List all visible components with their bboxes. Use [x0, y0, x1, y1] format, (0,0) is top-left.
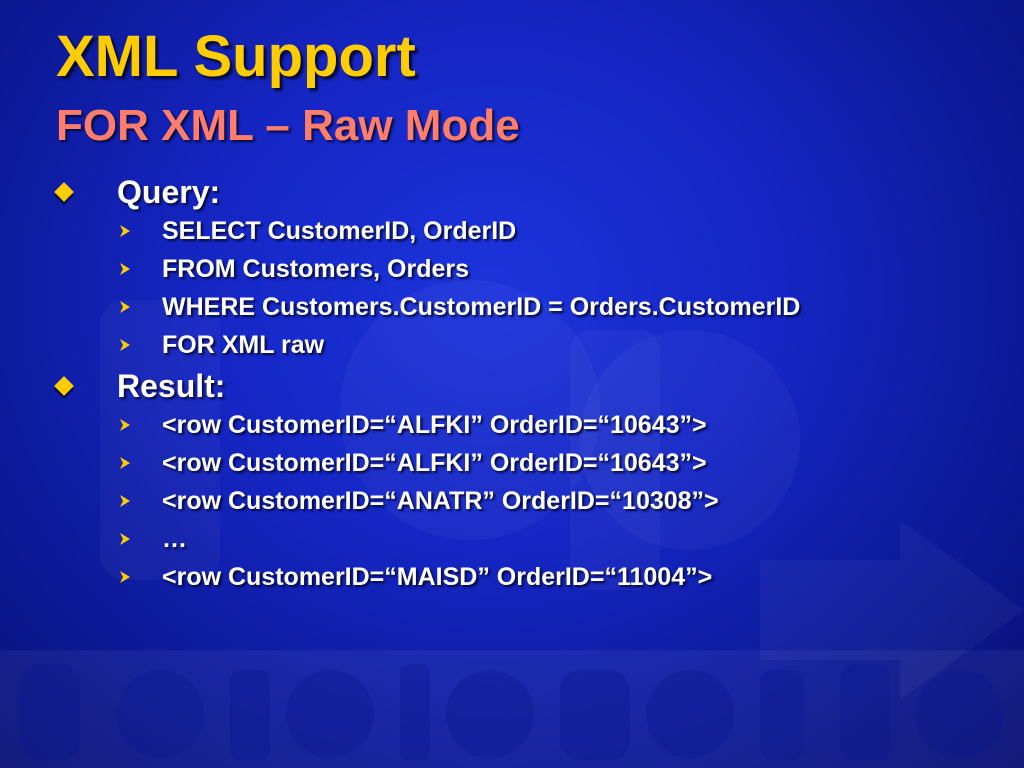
- query-heading: Query:: [0, 174, 1024, 216]
- result-line-text: <row CustomerID=“ALFKI” OrderID=“10643”>: [162, 449, 707, 477]
- query-section: Query: SELECT CustomerID, OrderID FROM C…: [0, 174, 1024, 368]
- query-line: WHERE Customers.CustomerID = Orders.Cust…: [0, 292, 1024, 330]
- arrowhead-bullet-icon: [120, 571, 130, 583]
- arrowhead-bullet-icon: [120, 533, 130, 545]
- arrowhead-bullet-icon: [120, 339, 130, 351]
- arrowhead-bullet-icon: [120, 301, 130, 313]
- query-line: FROM Customers, Orders: [0, 254, 1024, 292]
- diamond-bullet-icon: [54, 376, 74, 396]
- result-line-text: <row CustomerID=“ALFKI” OrderID=“10643”>: [162, 411, 707, 439]
- result-line-text: <row CustomerID=“ANATR” OrderID=“10308”>: [162, 487, 719, 515]
- query-line-text: SELECT CustomerID, OrderID: [162, 217, 517, 245]
- arrowhead-bullet-icon: [120, 495, 130, 507]
- query-line-text: WHERE Customers.CustomerID = Orders.Cust…: [162, 293, 801, 321]
- query-line-text: FROM Customers, Orders: [162, 255, 470, 283]
- result-line: <row CustomerID=“ANATR” OrderID=“10308”>: [0, 486, 1024, 524]
- result-label: Result:: [117, 368, 226, 404]
- arrowhead-bullet-icon: [120, 457, 130, 469]
- result-line: …: [0, 524, 1024, 562]
- result-line-text: <row CustomerID=“MAISD” OrderID=“11004”>: [162, 563, 713, 591]
- arrowhead-bullet-icon: [120, 263, 130, 275]
- result-line-text: …: [162, 525, 187, 553]
- query-line: SELECT CustomerID, OrderID: [0, 216, 1024, 254]
- query-line-text: FOR XML raw: [162, 331, 325, 359]
- query-line: FOR XML raw: [0, 330, 1024, 368]
- diamond-bullet-icon: [54, 182, 74, 202]
- slide-subtitle: FOR XML – Raw Mode: [56, 101, 520, 150]
- result-heading: Result:: [0, 368, 1024, 410]
- result-line: <row CustomerID=“ALFKI” OrderID=“10643”>: [0, 448, 1024, 486]
- result-section: Result: <row CustomerID=“ALFKI” OrderID=…: [0, 368, 1024, 600]
- arrowhead-bullet-icon: [120, 225, 130, 237]
- result-line: <row CustomerID=“ALFKI” OrderID=“10643”>: [0, 410, 1024, 448]
- query-label: Query:: [117, 174, 221, 210]
- slide-title: XML Support: [56, 24, 416, 89]
- slide-body: Query: SELECT CustomerID, OrderID FROM C…: [0, 174, 1024, 600]
- result-line: <row CustomerID=“MAISD” OrderID=“11004”>: [0, 562, 1024, 600]
- arrowhead-bullet-icon: [120, 419, 130, 431]
